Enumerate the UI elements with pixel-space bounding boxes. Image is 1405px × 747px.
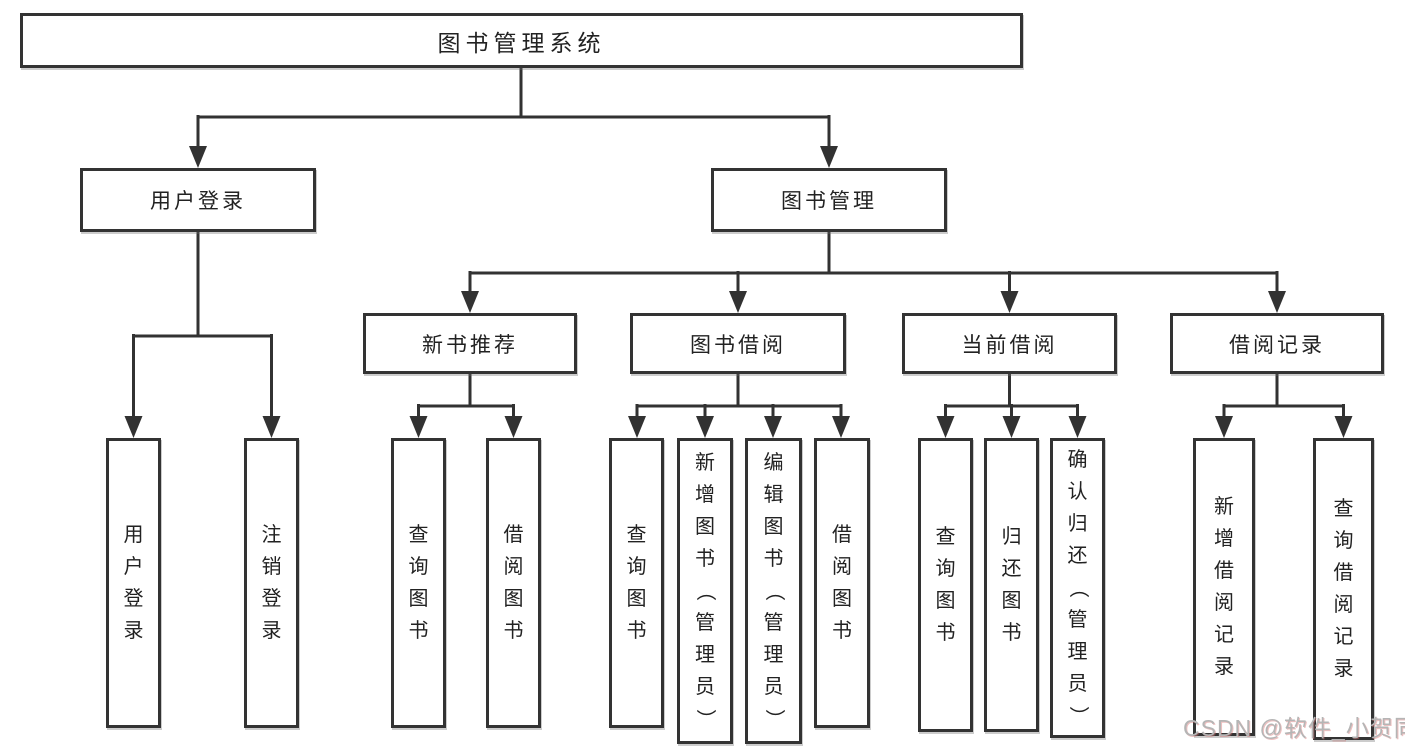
- node-current-borrowing-label: 当前借阅: [961, 333, 1058, 357]
- leaf-borrow-books-recommend: 借阅图书: [486, 438, 541, 728]
- leaf-query-books-borrowing: 查询图书: [609, 438, 664, 728]
- connector-path: [132, 66, 1345, 420]
- leaf-query-books-recommend: 查询图书: [391, 438, 446, 728]
- leaf-user-login: 用户登录: [106, 438, 161, 728]
- node-current-borrowing: 当前借阅: [902, 313, 1117, 374]
- node-book-borrowing-label: 图书借阅: [690, 333, 786, 357]
- leaf-borrow-books-borrowing: 借阅图书: [814, 438, 870, 728]
- leaf-return-book: 归还图书: [984, 438, 1039, 732]
- leaf-confirm-return-admin: 确认归还（管理员）: [1050, 438, 1105, 738]
- node-new-book-recommendation-label: 新书推荐: [422, 333, 518, 357]
- node-book-borrowing: 图书借阅: [630, 313, 846, 374]
- leaf-add-borrow-record: 新增借阅记录: [1193, 438, 1255, 736]
- node-book-management: 图书管理: [711, 168, 947, 232]
- leaf-query-books-current: 查询图书: [918, 438, 973, 732]
- node-new-book-recommendation: 新书推荐: [363, 313, 577, 374]
- csdn-watermark: CSDN @软件_小贺同学: [1183, 715, 1405, 741]
- leaf-edit-book-admin: 编辑图书（管理员）: [745, 438, 802, 744]
- node-borrowing-records-label: 借阅记录: [1229, 333, 1325, 357]
- leaf-add-book-admin: 新增图书（管理员）: [677, 438, 733, 744]
- node-root: 图书管理系统: [20, 13, 1023, 68]
- node-user-login-label: 用户登录: [150, 190, 246, 213]
- arrowheads: [124, 146, 1353, 438]
- node-root-label: 图书管理系统: [437, 29, 606, 56]
- leaf-logout: 注销登录: [244, 438, 299, 728]
- node-borrowing-records: 借阅记录: [1170, 313, 1384, 374]
- node-book-management-label: 图书管理: [781, 190, 877, 213]
- leaf-query-borrow-record: 查询借阅记录: [1313, 438, 1374, 740]
- node-user-login: 用户登录: [80, 168, 316, 232]
